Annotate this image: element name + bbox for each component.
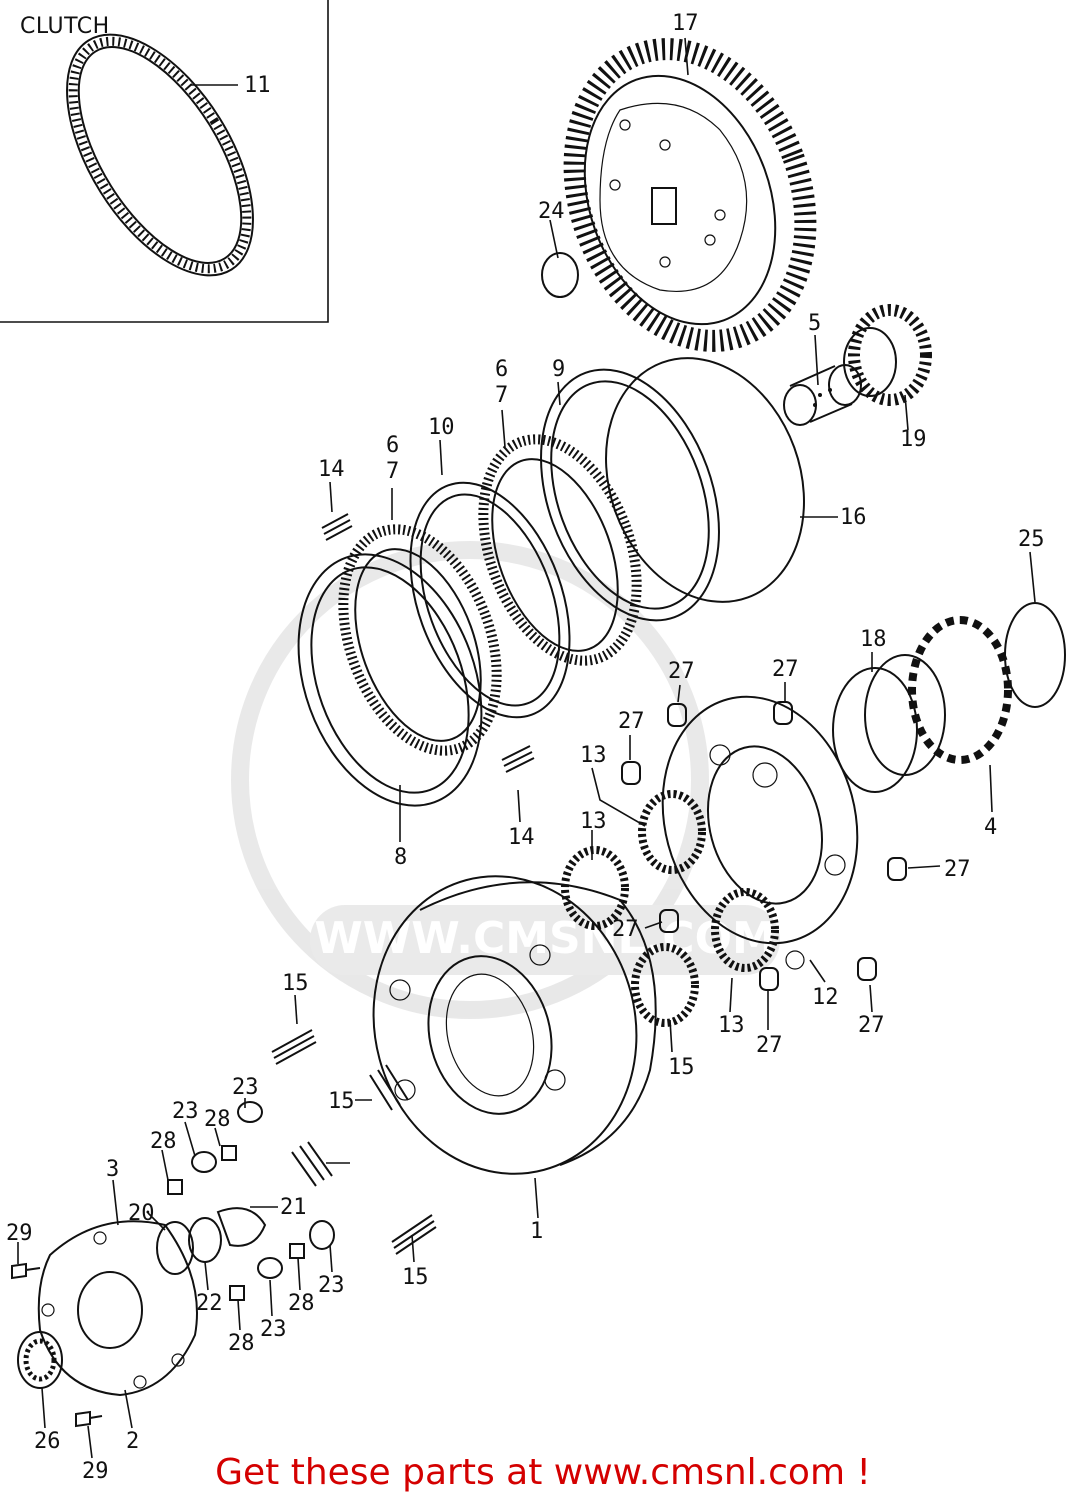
label-22: 22 [196, 1291, 223, 1316]
label-11: 11 [244, 73, 271, 98]
label-24: 24 [538, 199, 565, 224]
label-10: 10 [428, 415, 455, 440]
part-26-bearing [17, 1331, 63, 1389]
part-12-drive-plate [661, 695, 859, 970]
part-15-springs [271, 1029, 437, 1255]
label-14a: 14 [318, 457, 345, 482]
label-27f: 27 [756, 1033, 783, 1058]
label-27d: 27 [944, 857, 971, 882]
label-6b: 6 [386, 433, 399, 458]
label-8: 8 [394, 845, 407, 870]
label-15c: 15 [402, 1265, 429, 1290]
part-labels: 11 17 24 5 19 9 6 7 10 6 7 14 16 25 18 2… [6, 11, 1045, 1484]
part-29-screws [11, 1262, 103, 1428]
label-29b: 29 [82, 1459, 109, 1484]
label-9: 9 [552, 357, 565, 382]
label-13d: 15 [668, 1055, 695, 1080]
part-3-cover [37, 1220, 198, 1397]
label-18: 18 [860, 627, 887, 652]
label-26: 26 [34, 1429, 61, 1454]
part-13-springs [561, 790, 779, 1027]
label-7b: 7 [386, 459, 399, 484]
label-23c: 23 [318, 1273, 345, 1298]
label-29a: 29 [6, 1221, 33, 1246]
label-2: 2 [126, 1429, 139, 1454]
label-27c: 27 [618, 709, 645, 734]
label-28a: 28 [204, 1107, 231, 1132]
footer-link-text[interactable]: Get these parts at www.cmsnl.com ! [215, 1452, 871, 1493]
label-1: 1 [530, 1219, 543, 1244]
label-16: 16 [840, 505, 867, 530]
label-28c: 28 [288, 1291, 315, 1316]
watermark-text: WWW.CMSNL.COM [314, 913, 776, 964]
part-5-bearing [783, 364, 862, 426]
label-27a: 27 [668, 659, 695, 684]
small-hardware [156, 1101, 335, 1301]
label-19: 19 [900, 427, 927, 452]
label-20: 20 [128, 1201, 155, 1226]
label-7a: 7 [495, 383, 508, 408]
label-27g: 27 [858, 1013, 885, 1038]
label-21: 21 [280, 1195, 307, 1220]
label-14b: 14 [508, 825, 535, 850]
label-27e: 27 [612, 917, 639, 942]
part-17-gear [563, 38, 817, 352]
label-6a: 6 [495, 357, 508, 382]
label-27b: 27 [772, 657, 799, 682]
watermark-logo: WWW.CMSNL.COM [231, 541, 780, 1019]
part-24-circlip [541, 252, 579, 298]
label-13b: 13 [580, 809, 607, 834]
label-15b: 15 [328, 1089, 355, 1114]
label-3: 3 [106, 1157, 119, 1182]
part-25-ring [1004, 602, 1066, 708]
label-17: 17 [672, 11, 699, 36]
label-4: 4 [984, 815, 997, 840]
part-1-clutch-outer [372, 875, 657, 1175]
label-13a: 13 [580, 743, 607, 768]
label-28b: 28 [150, 1129, 177, 1154]
leader-lines [17, 37, 1036, 1459]
part-14-springs [321, 513, 535, 773]
label-15a: 15 [282, 971, 309, 996]
inset-box [0, 0, 329, 323]
label-25: 25 [1018, 527, 1045, 552]
clutch-plate-stack [297, 357, 805, 807]
part-27-pins [621, 701, 907, 991]
label-13c: 13 [718, 1013, 745, 1038]
label-5: 5 [808, 311, 821, 336]
part-4-cage [908, 616, 1012, 764]
label-12: 12 [812, 985, 839, 1010]
label-23a: 23 [232, 1075, 259, 1100]
diagram-title: CLUTCH [20, 14, 110, 39]
part-19-gear [843, 304, 932, 406]
label-28d: 28 [228, 1331, 255, 1356]
part-18-outer [832, 654, 946, 793]
label-23b: 23 [172, 1099, 199, 1124]
label-23d: 23 [260, 1317, 287, 1342]
